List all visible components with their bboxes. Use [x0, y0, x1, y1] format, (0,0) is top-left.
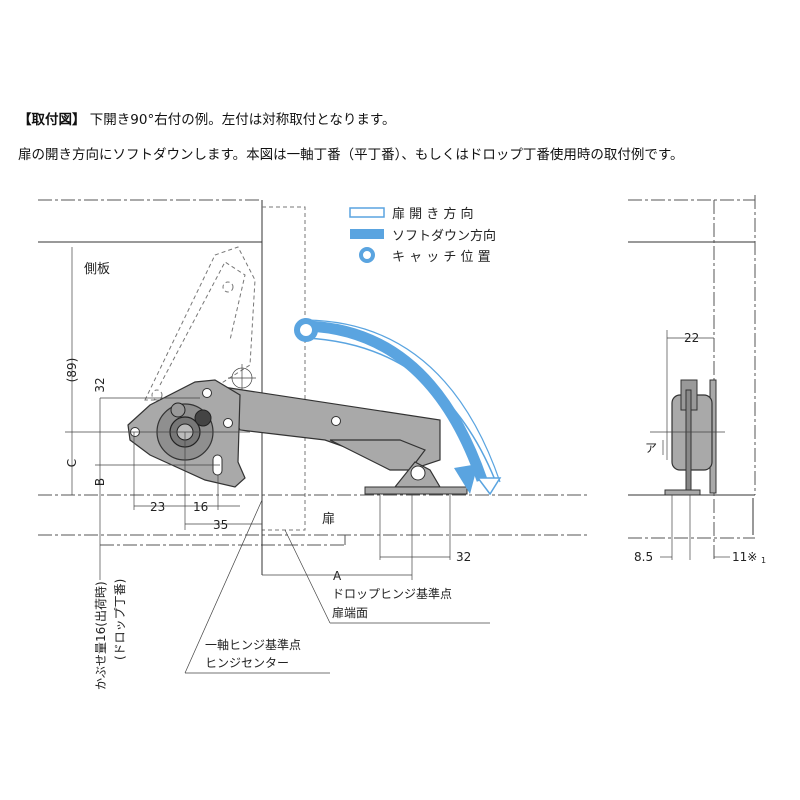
- door-edge-label: 扉端面: [332, 606, 368, 620]
- dim-16: 16: [193, 500, 208, 514]
- dim-8-5: 8.5: [634, 550, 653, 564]
- dim-32-vertical: 32: [93, 377, 107, 392]
- title-text: 下開き90°右付の例。左付は対称取付となります。: [89, 112, 396, 128]
- side-view: [628, 195, 756, 560]
- dimension-lines: [65, 247, 490, 674]
- dim-11-note: 1: [761, 556, 766, 565]
- cabinet-outline: [38, 199, 590, 575]
- dim-89: (89): [65, 358, 79, 383]
- legend-open-direction: 扉 開 き 方 向: [392, 206, 474, 222]
- dim-23: 23: [150, 500, 165, 514]
- soft-down-arrow: [294, 318, 502, 496]
- dim-35: 35: [213, 518, 228, 532]
- hinge-ghost-outline: [144, 246, 256, 401]
- title-bracket: 【取付図】: [18, 112, 86, 128]
- drop-hinge-ref-label: ドロップヒンジ基準点: [332, 586, 452, 601]
- dim-b: B: [93, 478, 107, 486]
- dim-a: A: [333, 569, 342, 583]
- legend: 扉 開 き 方 向 ソフトダウン方向 キ ャ ッ チ 位 置: [349, 206, 496, 265]
- dim-a-kana: ア: [645, 441, 657, 455]
- hinge-center-label: ヒンジセンター: [205, 656, 289, 670]
- door-label: 扉: [322, 511, 335, 527]
- dim-22: 22: [684, 331, 699, 345]
- legend-soft-down: ソフトダウン方向: [392, 228, 496, 244]
- soft-down-stay-hinge: [127, 379, 468, 495]
- legend-catch: キ ャ ッ チ 位 置: [392, 250, 491, 265]
- open-direction-outline-icon: [349, 207, 385, 218]
- single-hinge-ref-label: 一軸ヒンジ基準点: [205, 637, 301, 652]
- dim-11: 11※: [732, 550, 757, 564]
- catch-ring-icon: [359, 247, 375, 263]
- dim-32-horizontal: 32: [456, 550, 471, 564]
- side-panel-label: 側板: [84, 262, 110, 277]
- title-line: 【取付図】 下開き90°右付の例。左付は対称取付となります。: [18, 108, 395, 128]
- overlay-sub-label: (ドロップ丁番): [113, 579, 127, 660]
- description-text: 扉の開き方向にソフトダウンします。本図は一軸丁番（平丁番）、もしくはドロップ丁番…: [18, 147, 684, 163]
- overlay-label: かぶせ量16(出荷時): [94, 581, 108, 690]
- dim-c: C: [65, 459, 79, 467]
- soft-down-filled-icon: [350, 229, 384, 239]
